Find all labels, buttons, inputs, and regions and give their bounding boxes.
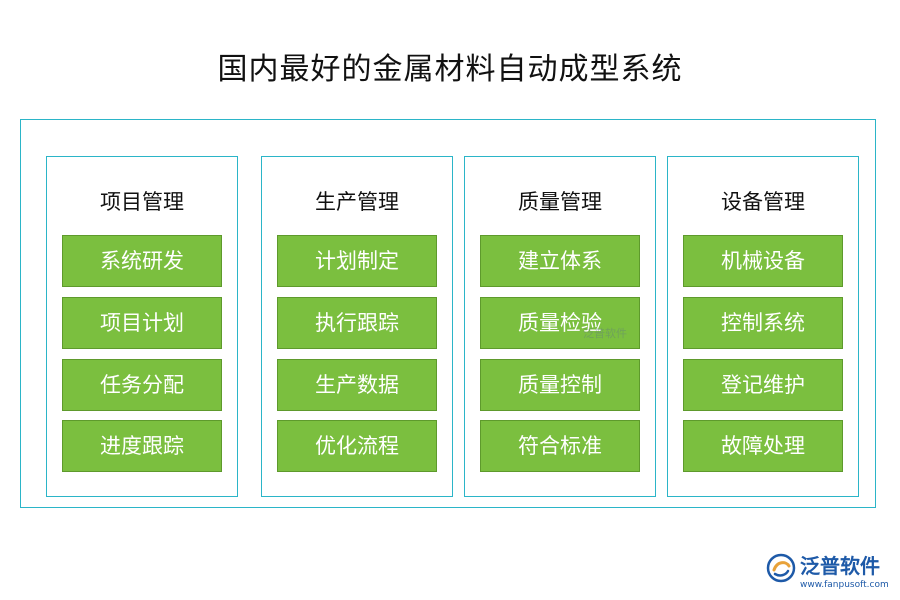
item-box[interactable]: 优化流程	[277, 420, 437, 472]
item-box[interactable]: 登记维护	[683, 359, 843, 411]
column-equipment-management: 设备管理 机械设备 控制系统 登记维护 故障处理	[667, 156, 859, 497]
item-box[interactable]: 任务分配	[62, 359, 222, 411]
outer-frame	[20, 119, 876, 508]
brand-logo[interactable]: 泛普软件 www.fanpusoft.com	[766, 553, 894, 593]
item-box[interactable]: 项目计划	[62, 297, 222, 349]
page-title: 国内最好的金属材料自动成型系统	[217, 52, 683, 87]
item-box[interactable]: 生产数据	[277, 359, 437, 411]
column-title: 质量管理	[518, 190, 602, 214]
column-project-management: 项目管理 系统研发 项目计划 任务分配 进度跟踪	[46, 156, 238, 497]
column-title: 项目管理	[100, 190, 184, 214]
column-title: 设备管理	[721, 190, 805, 214]
item-box[interactable]: 系统研发	[62, 235, 222, 287]
logo-url: www.fanpusoft.com	[800, 580, 889, 590]
item-box[interactable]: 计划制定	[277, 235, 437, 287]
item-box[interactable]: 控制系统	[683, 297, 843, 349]
item-box[interactable]: 质量控制	[480, 359, 640, 411]
column-production-management: 生产管理 计划制定 执行跟踪 生产数据 优化流程	[261, 156, 453, 497]
column-quality-management: 质量管理 建立体系 质量检验 质量控制 符合标准	[464, 156, 656, 497]
logo-name: 泛普软件	[800, 554, 880, 578]
item-box[interactable]: 进度跟踪	[62, 420, 222, 472]
item-box[interactable]: 质量检验	[480, 297, 640, 349]
fanpu-logo-icon	[766, 553, 796, 583]
item-box[interactable]: 执行跟踪	[277, 297, 437, 349]
item-box[interactable]: 建立体系	[480, 235, 640, 287]
watermark-text: 泛普软件	[583, 327, 627, 340]
item-box[interactable]: 故障处理	[683, 420, 843, 472]
column-title: 生产管理	[315, 190, 399, 214]
item-box[interactable]: 机械设备	[683, 235, 843, 287]
item-box[interactable]: 符合标准	[480, 420, 640, 472]
